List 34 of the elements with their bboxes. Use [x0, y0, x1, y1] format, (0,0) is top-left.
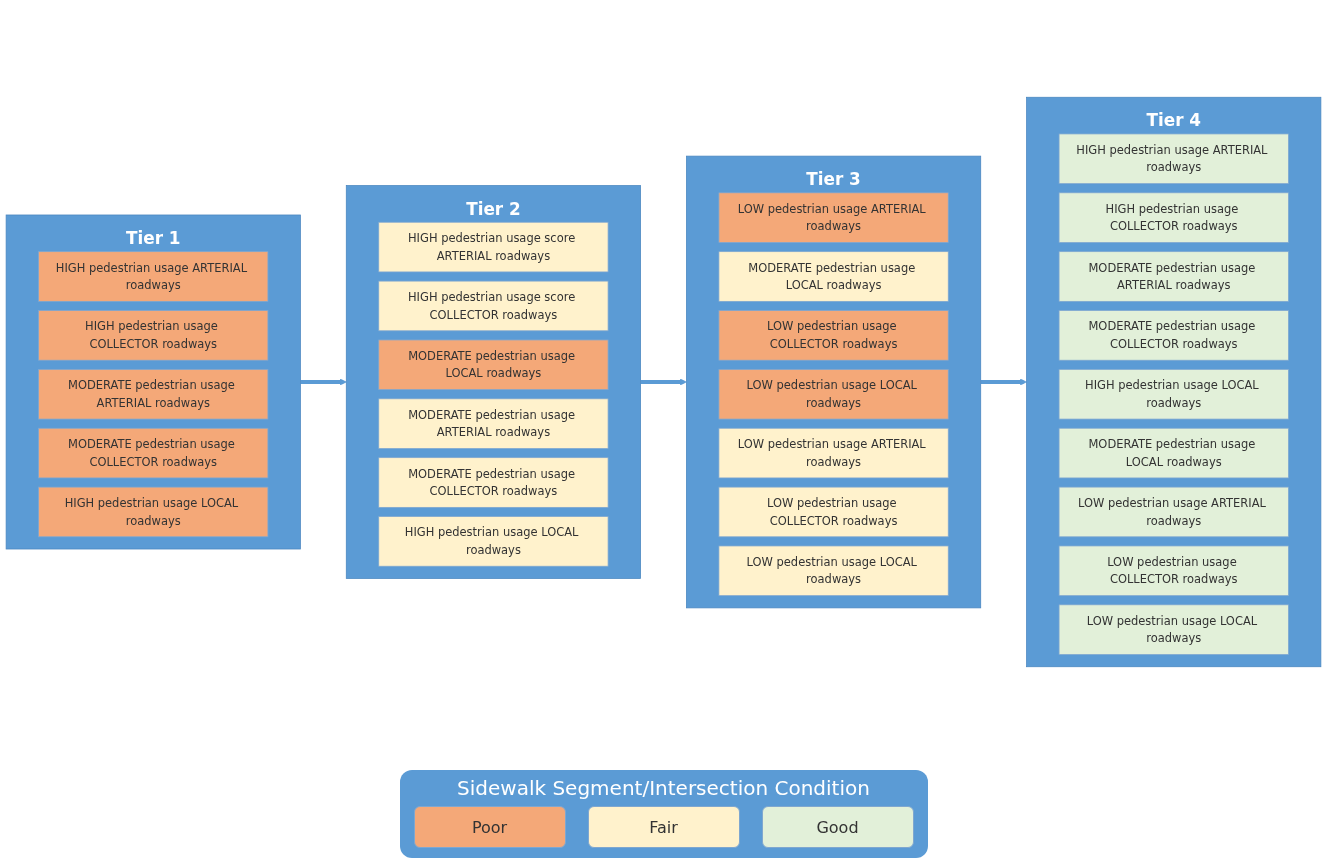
legend-title: Sidewalk Segment/Intersection Condition: [457, 776, 870, 800]
arrow: [640, 378, 687, 386]
arrow: [300, 378, 347, 386]
node-box: MODERATE pedestrian usage ARTERIAL roadways: [378, 398, 609, 449]
node-box: LOW pedestrian usage COLLECTOR roadways: [718, 310, 949, 361]
node-box: HIGH pedestrian usage LOCAL roadways: [378, 516, 609, 567]
node-box: MODERATE pedestrian usage COLLECTOR roadways: [1058, 310, 1289, 361]
node-box: MODERATE pedestrian usage LOCAL roadways: [718, 251, 949, 302]
node-box: LOW pedestrian usage ARTERIAL roadways: [1058, 486, 1289, 538]
node-box: LOW pedestrian usage LOCAL roadways: [1058, 604, 1289, 655]
legend-swatch: Fair: [587, 806, 740, 848]
node-box: MODERATE pedestrian usage ARTERIAL roadways: [1058, 251, 1289, 302]
node-box: LOW pedestrian usage COLLECTOR roadways: [1058, 545, 1289, 597]
node-box: HIGH pedestrian usage ARTERIAL roadways: [38, 251, 269, 302]
node-box: HIGH pedestrian usage score ARTERIAL roadways: [378, 221, 609, 273]
node-box: HIGH pedestrian usage COLLECTOR roadways: [1058, 192, 1289, 243]
node-box: HIGH pedestrian usage LOCAL roadways: [1058, 369, 1289, 420]
node-box: MODERATE pedestrian usage COLLECTOR roadways: [378, 457, 609, 508]
node-box: MODERATE pedestrian usage LOCAL roadways: [1058, 427, 1289, 479]
node-box: LOW pedestrian usage LOCAL roadways: [718, 369, 949, 420]
legend-swatch: Good: [761, 806, 914, 848]
arrow: [980, 378, 1027, 386]
node-box: LOW pedestrian usage ARTERIAL roadways: [718, 192, 949, 243]
node-box: HIGH pedestrian usage LOCAL roadways: [38, 486, 269, 538]
node-box: HIGH pedestrian usage ARTERIAL roadways: [1058, 133, 1289, 184]
legend-swatch: Poor: [413, 806, 566, 848]
node-box: LOW pedestrian usage COLLECTOR roadways: [718, 486, 949, 538]
node-box: MODERATE pedestrian usage COLLECTOR roadways: [38, 427, 269, 479]
node-box: HIGH pedestrian usage COLLECTOR roadways: [38, 310, 269, 361]
node-box: HIGH pedestrian usage score COLLECTOR roadways: [378, 280, 609, 332]
node-box: LOW pedestrian usage LOCAL roadways: [718, 545, 949, 597]
node-box: LOW pedestrian usage ARTERIAL roadways: [718, 427, 949, 479]
node-box: MODERATE pedestrian usage ARTERIAL roadways: [38, 369, 269, 420]
node-box: MODERATE pedestrian usage LOCAL roadways: [378, 339, 609, 390]
